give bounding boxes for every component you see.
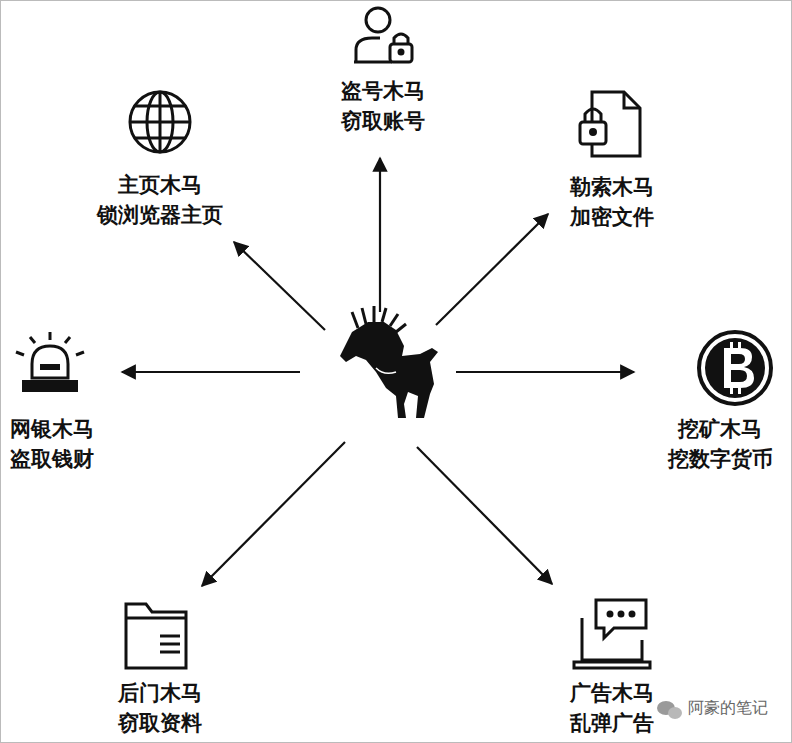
trojan-effect: 加密文件 (566, 202, 658, 232)
trojan-effect: 盗取钱财 (6, 444, 98, 474)
trojan-type: 勒索木马加密文件 (566, 172, 658, 232)
bitcoin-icon (699, 332, 771, 404)
trojan-name: 盗号木马 (337, 76, 429, 106)
trojan-name: 勒索木马 (566, 172, 658, 202)
account-icon (354, 8, 412, 62)
file-lock-icon (580, 92, 640, 156)
horse-icon (340, 306, 438, 418)
laptop-ad-icon (574, 600, 650, 668)
watermark: 阿豪的笔记 (686, 698, 770, 719)
trojan-effect: 挖数字货币 (664, 444, 777, 474)
trojan-effect: 窃取账号 (337, 106, 429, 136)
trojan-name: 后门木马 (114, 678, 206, 708)
trojan-name: 挖矿木马 (664, 414, 777, 444)
trojan-type: 后门木马窃取资料 (114, 678, 206, 738)
wechat-icon (657, 701, 682, 719)
trojan-type: 广告木马乱弹广告 (566, 678, 658, 738)
globe-icon (130, 92, 190, 152)
trojan-effect: 窃取资料 (114, 708, 206, 738)
trojan-type: 主页木马锁浏览器主页 (93, 170, 227, 230)
trojan-type: 盗号木马窃取账号 (337, 76, 429, 136)
trojan-name: 广告木马 (566, 678, 658, 708)
folder-icon (126, 604, 186, 668)
alarm-icon (16, 332, 84, 392)
trojan-name: 主页木马 (93, 170, 227, 200)
trojan-type: 网银木马盗取钱财 (6, 414, 98, 474)
trojan-name: 网银木马 (6, 414, 98, 444)
trojan-effect: 锁浏览器主页 (93, 200, 227, 230)
trojan-effect: 乱弹广告 (566, 708, 658, 738)
trojan-type: 挖矿木马挖数字货币 (664, 414, 777, 474)
